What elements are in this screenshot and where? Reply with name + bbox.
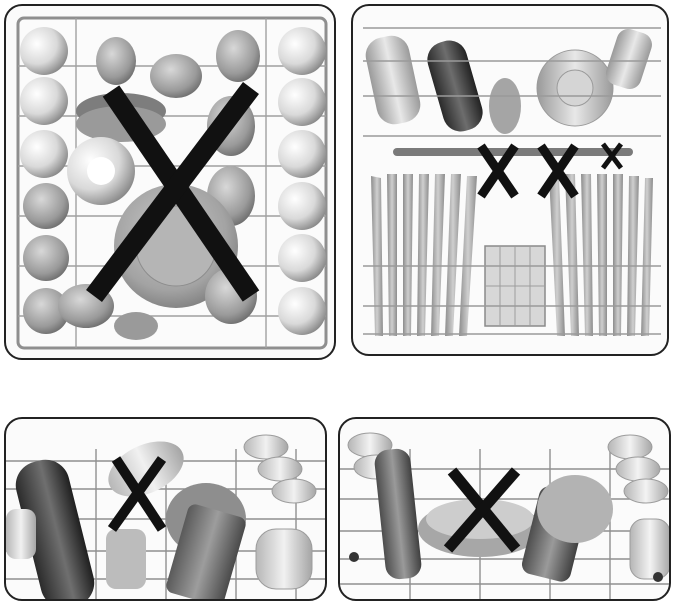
upper-rack-items (365, 28, 652, 134)
figure-upper-basket-side-view-left (4, 417, 327, 601)
middle-items (58, 30, 260, 340)
wrong-loading-mark (107, 456, 167, 532)
basket-items (6, 434, 317, 599)
wrong-loading-mark (86, 81, 260, 303)
basket-illustration (6, 434, 325, 599)
figure-upper-basket-top-view (4, 4, 336, 360)
wrong-loading-mark (443, 467, 521, 553)
cutlery-basket (484, 245, 546, 327)
plates (371, 174, 653, 336)
wrong-loading-mark (601, 142, 623, 170)
figure-upper-basket-side-view-right (338, 417, 671, 601)
wrong-loading-mark (477, 143, 519, 199)
basket-items (347, 432, 669, 582)
figure-lower-basket-front-view (351, 4, 669, 356)
basket-illustration (363, 27, 661, 336)
basket-illustration (340, 432, 669, 599)
cup-row-left (20, 27, 69, 334)
wrong-loading-mark (537, 143, 579, 199)
cup-row-right (278, 27, 326, 335)
basket-illustration (16, 16, 328, 350)
